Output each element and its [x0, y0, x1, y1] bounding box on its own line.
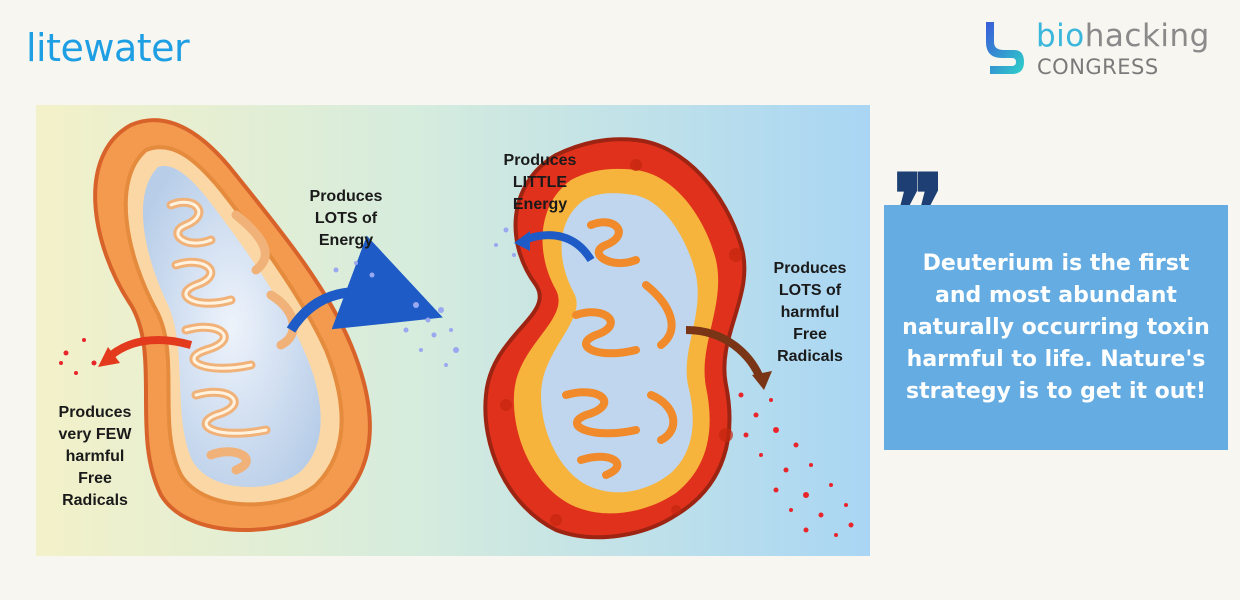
free-radical-particles: [59, 338, 854, 537]
quote-text: Deuterium is the first and most abundant…: [902, 250, 1210, 404]
energy-arrow-damaged: [522, 231, 595, 263]
logo-line-2: CONGRESS: [1037, 55, 1159, 79]
healthy-mitochondrion: [93, 118, 372, 532]
litewater-logo: litewater: [26, 26, 190, 70]
biohacking-congress-logo: biohacking CONGRESS: [984, 18, 1224, 82]
radicals-arrow-damaged: [685, 326, 765, 382]
biohacking-s-icon: [986, 22, 1024, 74]
logo-line-1: biohacking: [1036, 18, 1210, 54]
quote-box: Deuterium is the first and most abundant…: [884, 205, 1228, 450]
energy-arrow-healthy: [286, 235, 443, 333]
energy-particles: [333, 227, 516, 367]
